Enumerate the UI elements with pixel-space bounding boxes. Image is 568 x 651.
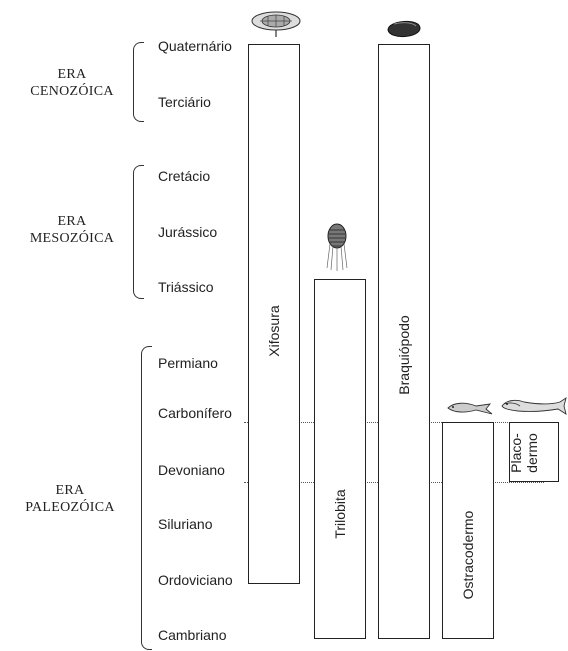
xifosura-label: Xifosura xyxy=(266,305,282,357)
placoderm-fish-icon xyxy=(501,396,567,415)
period-cambriano: Cambriano xyxy=(158,627,227,643)
era-mesozoica-label: ERA MESOZÓICA xyxy=(22,213,122,247)
placodermo-range-bar: Placo- dermo xyxy=(508,422,560,483)
paleozoic-bracket xyxy=(141,346,152,650)
ostracodermo-label: Ostracodermo xyxy=(460,510,476,600)
placodermo-label: Placo- dermo xyxy=(508,423,560,483)
cenozoic-bracket xyxy=(133,42,144,122)
horseshoe-crab-icon xyxy=(251,11,301,37)
era-word: ERA xyxy=(55,483,85,498)
era-word: ERA xyxy=(57,67,87,82)
mesozoic-bracket xyxy=(133,165,144,299)
braquiopodo-label: Braquiópodo xyxy=(396,315,412,395)
era-paleozoica-label: ERA PALEOZÓICA xyxy=(14,482,126,516)
placodermo-label-line2: dermo xyxy=(524,433,540,473)
period-jurassico: Jurássico xyxy=(158,224,218,240)
period-ordoviciano: Ordoviciano xyxy=(158,572,233,588)
era-name: PALEOZÓICA xyxy=(25,500,115,515)
era-word: ERA xyxy=(57,214,87,229)
era-cenozoica-label: ERA CENOZÓICA xyxy=(22,66,122,100)
period-triassico: Triássico xyxy=(158,279,214,295)
ostracoderm-fish-icon xyxy=(447,402,493,415)
period-permiano: Permiano xyxy=(158,355,218,371)
trilobita-range-bar: Trilobita xyxy=(314,279,366,639)
era-name: MESOZÓICA xyxy=(29,231,115,246)
period-devoniano: Devoniano xyxy=(158,462,225,478)
braquiopodo-range-bar: Braquiópodo xyxy=(378,44,430,639)
period-carbonifero: Carbonífero xyxy=(158,405,232,421)
xifosura-range-bar: Xifosura xyxy=(248,44,300,584)
period-siluriano: Siluriano xyxy=(158,516,213,532)
trilobita-label: Trilobita xyxy=(332,489,348,539)
placodermo-label-line1: Placo- xyxy=(508,433,524,473)
ostracodermo-range-bar: Ostracodermo xyxy=(442,422,494,639)
period-cretacio: Cretácio xyxy=(158,168,211,184)
period-terciario: Terciário xyxy=(158,94,211,110)
period-quaternario: Quaternário xyxy=(158,38,232,54)
trilobite-icon xyxy=(326,223,348,271)
era-name: CENOZÓICA xyxy=(30,84,114,99)
brachiopod-icon xyxy=(387,21,421,37)
